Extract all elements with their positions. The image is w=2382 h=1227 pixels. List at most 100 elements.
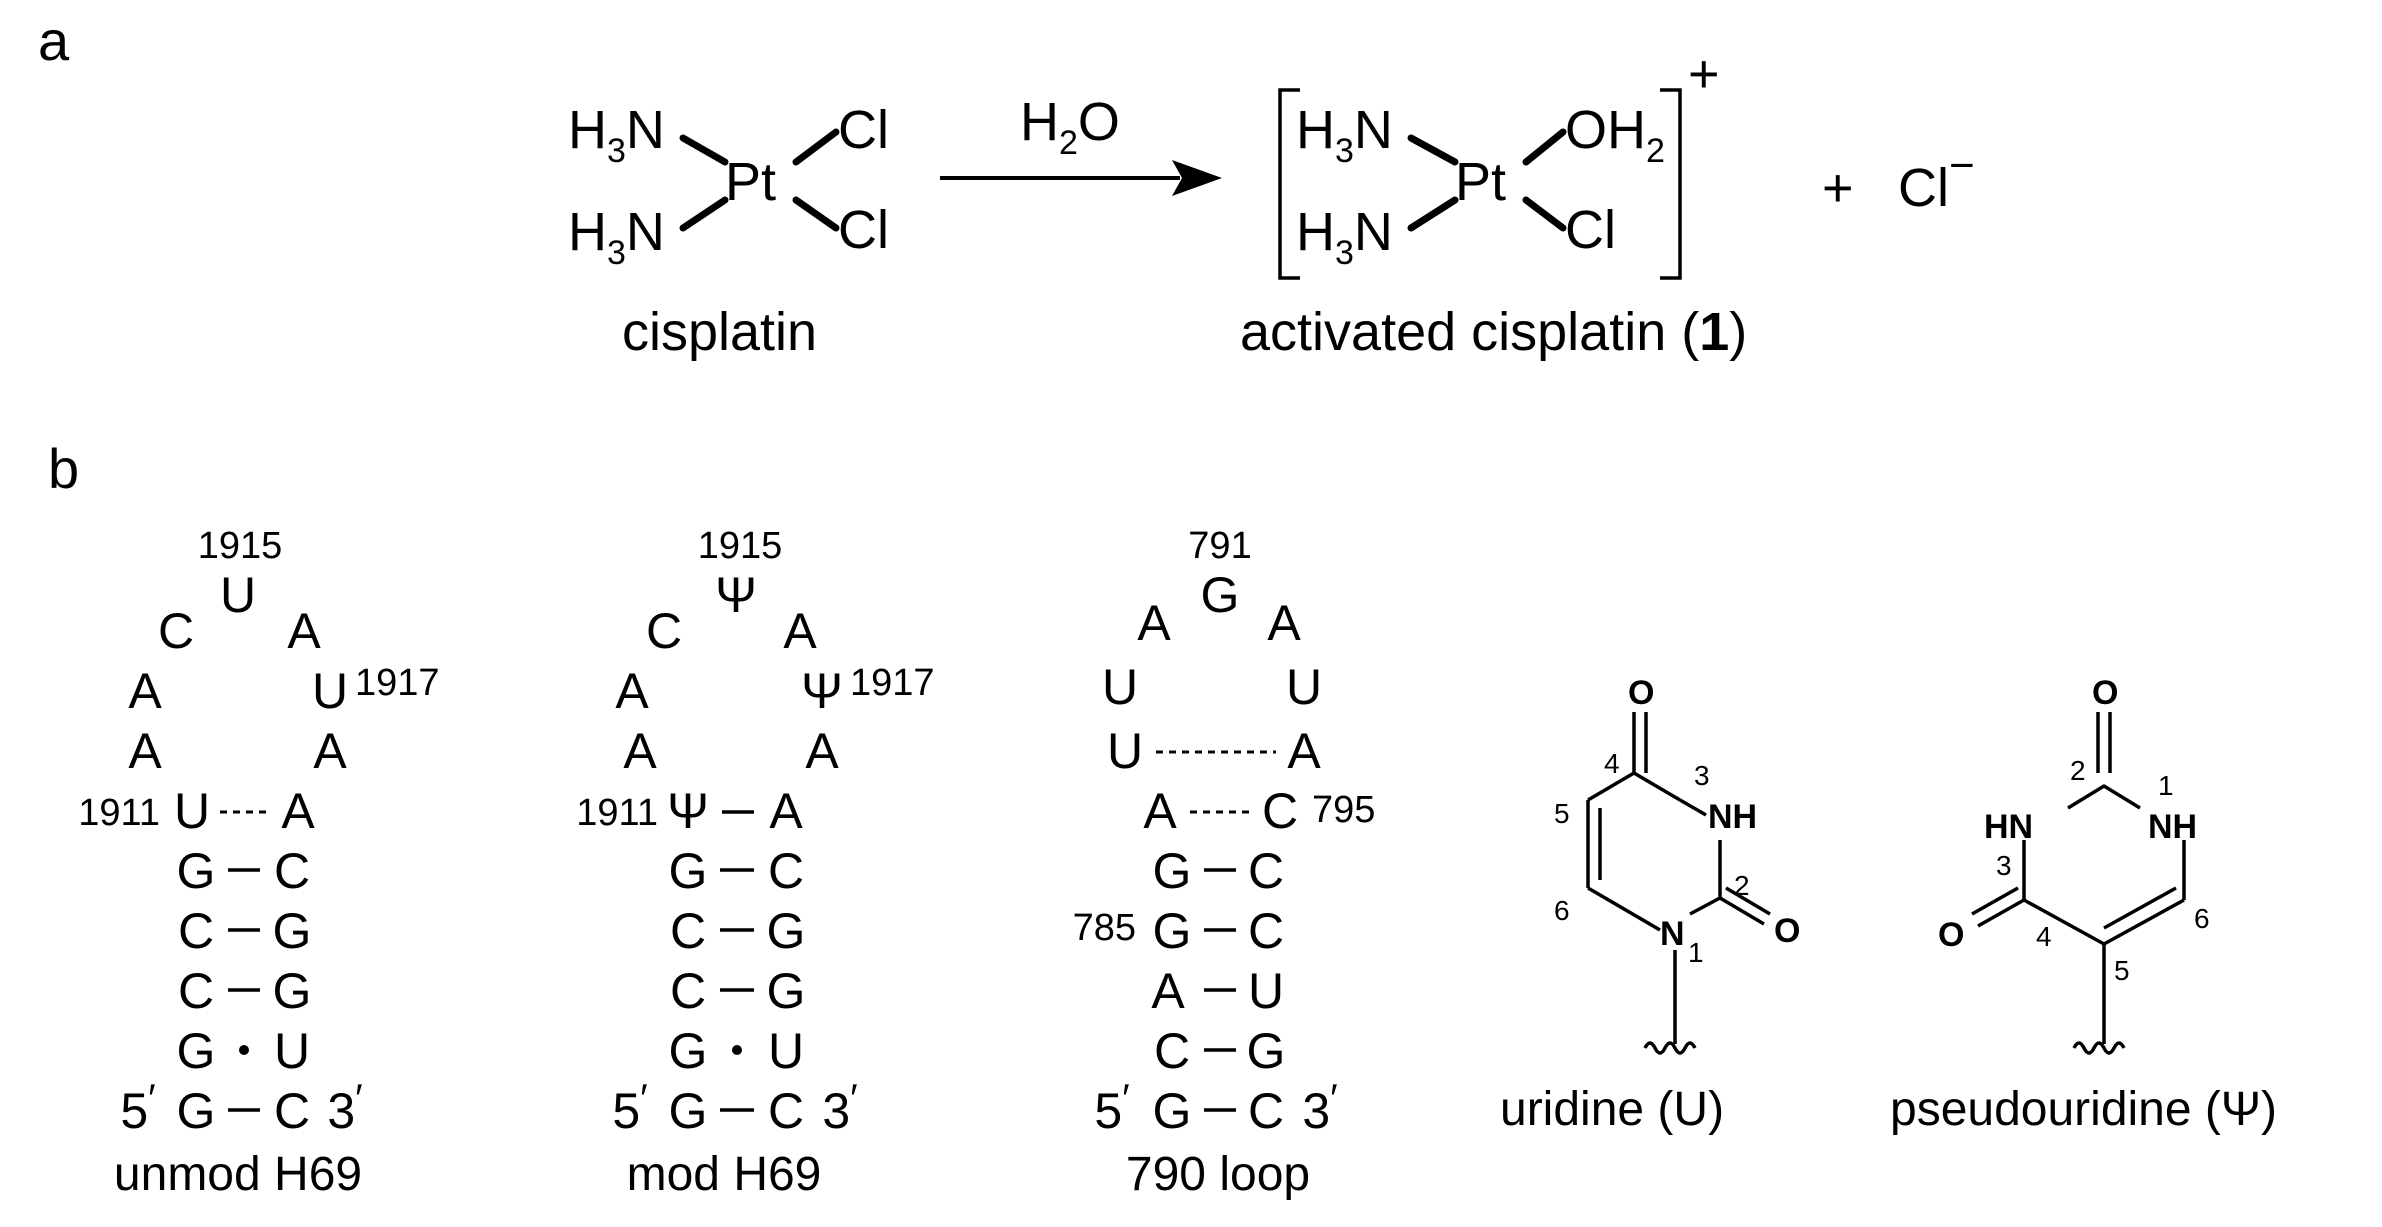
bond <box>792 128 840 166</box>
position-number: 6 <box>2194 903 2210 934</box>
nucleotide: C <box>1248 1083 1284 1139</box>
nucleotide: G <box>669 843 708 899</box>
ligand-h3n-bottom: H3N <box>568 202 665 272</box>
nucleotide: U <box>312 663 348 719</box>
chloride-ion: Cl− <box>1898 141 1975 218</box>
caption-uridine: uridine (U) <box>1500 1083 1724 1136</box>
nucleotide: U <box>1248 963 1284 1019</box>
nucleotide: C <box>646 603 682 659</box>
nucleotide: G <box>1247 1023 1286 1079</box>
nucleotide: G <box>273 963 312 1019</box>
hairpin-unmod-h69: 1915 U C A A U 1917 A A 1911 U A G C C G… <box>78 525 439 1201</box>
nucleotide: G <box>669 1083 708 1139</box>
bond <box>679 196 729 232</box>
position-number: 3 <box>1694 760 1710 791</box>
nucleotide: C <box>670 963 706 1019</box>
activated-cisplatin-structure: H3N H3N Pt OH2 Cl + activated cisplatin … <box>1240 44 1747 362</box>
hairpin-790-loop: 791 G A A U U U A A C 795 G C 785 G C A … <box>1073 525 1376 1201</box>
chlorine-ligand: Cl <box>1565 200 1616 260</box>
nucleotide: G <box>273 903 312 959</box>
nucleotide: A <box>769 783 803 839</box>
nucleotide: G <box>767 963 806 1019</box>
nucleotide: C <box>1248 903 1284 959</box>
nucleotide: G <box>669 1023 708 1079</box>
position-number: 5 <box>1554 798 1570 829</box>
nucleotide: C <box>1248 843 1284 899</box>
atom-hn: HN <box>1984 808 2033 846</box>
chlorine-bottom: Cl <box>838 200 889 260</box>
ring-bond <box>2023 898 2105 946</box>
residue-number-1917: 1917 <box>355 662 440 704</box>
five-prime-label: 5′ <box>612 1077 647 1139</box>
nucleotide: A <box>281 783 315 839</box>
nucleotide: U <box>1286 659 1322 715</box>
activated-cisplatin-label: activated cisplatin (1) <box>1240 302 1747 362</box>
nucleotide: A <box>1151 963 1185 1019</box>
panel-label-a: a <box>38 9 70 72</box>
nucleotide: U <box>274 1023 310 1079</box>
chlorine-top: Cl <box>838 100 889 160</box>
five-prime-label: 5′ <box>120 1077 155 1139</box>
nucleotide: A <box>615 663 649 719</box>
ribose-wavy-bond <box>2072 1041 2126 1055</box>
pseudouridine-structure: O HN NH O 2 1 3 6 4 5 pseudouridine (Ψ) <box>1890 674 2277 1136</box>
position-number: 4 <box>2036 921 2052 952</box>
ring-bond <box>1587 886 1661 932</box>
right-bracket <box>1660 88 1682 280</box>
uridine-structure: O NH O N 4 3 5 2 6 1 uridine (U) <box>1500 674 1800 1136</box>
nucleotide: A <box>1287 723 1321 779</box>
bond <box>792 196 840 232</box>
ligand-h3n-top: H3N <box>1296 100 1393 170</box>
cisplatin-label: cisplatin <box>622 302 817 362</box>
nucleotide: A <box>1137 595 1171 651</box>
bond <box>1522 196 1567 232</box>
three-prime-label: 3′ <box>1302 1077 1337 1139</box>
bond <box>1407 134 1459 166</box>
carbonyl-bond <box>1725 886 1771 916</box>
atom-o: O <box>1628 674 1654 712</box>
nucleotide: A <box>313 723 347 779</box>
position-number: 5 <box>2114 955 2130 986</box>
plus-sign: + <box>1822 158 1854 218</box>
platinum-atom: Pt <box>1455 152 1506 212</box>
arrow-head <box>1172 160 1222 196</box>
nucleotide: U <box>768 1023 804 1079</box>
nucleotide: U <box>1102 659 1138 715</box>
nucleotide: A <box>805 723 839 779</box>
ligand-h3n-bottom: H3N <box>1296 202 1393 272</box>
nucleotide: U <box>174 783 210 839</box>
ring-double-bond <box>2103 886 2177 930</box>
position-number: 4 <box>1604 748 1620 779</box>
nucleotide: Ψ <box>715 567 757 623</box>
reaction-arrow: H2O <box>940 92 1222 196</box>
nucleotide: G <box>177 1083 216 1139</box>
residue-number-795: 795 <box>1312 789 1375 831</box>
nucleotide: C <box>178 903 214 959</box>
nucleotide: Ψ <box>801 663 843 719</box>
position-number: 2 <box>1734 870 1750 901</box>
nucleotide: C <box>670 903 706 959</box>
caption-mod-h69: mod H69 <box>627 1148 822 1201</box>
nucleotide: G <box>767 903 806 959</box>
residue-number-1915: 1915 <box>698 525 783 567</box>
nucleotide: C <box>274 1083 310 1139</box>
position-number: 2 <box>2070 755 2086 786</box>
ligand-h3n-top: H3N <box>568 100 665 170</box>
panel-label-b: b <box>48 437 79 500</box>
five-prime-label: 5′ <box>1094 1077 1129 1139</box>
water-reagent: H2O <box>1020 92 1120 162</box>
platinum-atom: Pt <box>725 152 776 212</box>
caption-unmod-h69: unmod H69 <box>114 1148 362 1201</box>
atom-o: O <box>1774 912 1800 950</box>
three-prime-label: 3′ <box>327 1077 362 1139</box>
nucleotide: U <box>220 567 256 623</box>
ring-bond <box>2103 898 2185 946</box>
wobble-pair-dot <box>732 1045 742 1055</box>
residue-number-785: 785 <box>1073 907 1136 949</box>
atom-n: N <box>1660 915 1685 953</box>
atom-nh: NH <box>1708 798 1757 836</box>
carbonyl-bond <box>1719 896 1765 926</box>
nucleotide: Ψ <box>667 783 709 839</box>
bond <box>1522 128 1567 166</box>
